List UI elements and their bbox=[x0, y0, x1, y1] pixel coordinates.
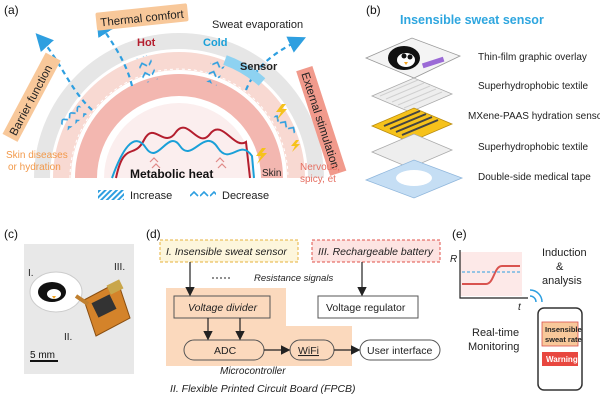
sensor-label: Sensor bbox=[240, 61, 278, 73]
induction-label-2: & bbox=[556, 261, 564, 273]
induction-label-1: Induction bbox=[542, 247, 587, 259]
marker-i: I. bbox=[28, 268, 34, 279]
mxene-sensor-layer bbox=[370, 107, 454, 143]
axis-t-label: t bbox=[518, 302, 522, 313]
skin-diseases-label: Skin diseases bbox=[6, 150, 68, 161]
sweat-arrow-right bbox=[244, 36, 306, 91]
cold-line bbox=[111, 140, 255, 179]
barrier-function-band bbox=[2, 52, 61, 142]
increase-label: Increase bbox=[130, 190, 172, 202]
axis-r-label: R bbox=[450, 254, 457, 265]
outer-ring bbox=[34, 33, 324, 179]
realtime-label-1: Real-time bbox=[472, 327, 519, 339]
panel-a-label: (a) bbox=[4, 3, 19, 17]
tissue-layer bbox=[75, 74, 283, 179]
panel-e: (e) R t Induction & analysis Real-time M… bbox=[450, 227, 587, 391]
layer-label-4: Superhydrophobic textile bbox=[478, 142, 589, 153]
warning-label: Warning bbox=[546, 355, 578, 364]
textile-layer-bottom bbox=[370, 133, 454, 169]
panel-e-label: (e) bbox=[452, 227, 467, 241]
voltage-regulator-label: Voltage regulator bbox=[326, 302, 406, 314]
skin-label: Skin bbox=[262, 168, 281, 179]
voltage-divider-box bbox=[173, 295, 271, 319]
panel-b-label: (b) bbox=[366, 3, 381, 17]
panel-c-label: (c) bbox=[4, 227, 18, 241]
layer-label-1: Thin-film graphic overlay bbox=[478, 52, 587, 63]
hydration-label: or hydration bbox=[8, 162, 61, 173]
realtime-label-2: Monitoring bbox=[468, 341, 519, 353]
panel-b: (b) Insensible sweat sensor Thin-film gr… bbox=[364, 3, 600, 199]
panel-d-label: (d) bbox=[146, 227, 161, 241]
lightning-icon bbox=[256, 148, 267, 164]
phone-rate-label-2: sweat rate bbox=[545, 335, 582, 344]
plot-highlight bbox=[460, 252, 522, 296]
lightning-icon bbox=[291, 140, 300, 152]
decrease-icon bbox=[190, 190, 216, 200]
decrease-label: Decrease bbox=[222, 190, 269, 202]
plot-curve bbox=[462, 265, 520, 285]
chevron-arrow-2 bbox=[203, 56, 227, 86]
hot-line bbox=[115, 126, 251, 179]
sensor-box-label: I. Insensible sweat sensor bbox=[166, 246, 287, 258]
resistance-label: Resistance signals bbox=[254, 273, 333, 284]
voltage-divider-label: Voltage divider bbox=[188, 302, 258, 314]
metabolic-heat-label: Metabolic heat bbox=[130, 167, 213, 181]
phone-icon bbox=[537, 307, 583, 391]
phone-rate-label-1: Insensible bbox=[545, 325, 582, 334]
inner-chevron-right bbox=[215, 157, 227, 169]
textile-texture bbox=[379, 79, 443, 109]
cold-label: Cold bbox=[203, 37, 227, 49]
spicy-label: spicy, et bbox=[300, 174, 336, 185]
increase-icon bbox=[98, 190, 124, 200]
battery-box bbox=[311, 239, 441, 263]
induction-label-3: analysis bbox=[542, 275, 582, 287]
sensor-box bbox=[159, 239, 299, 263]
microcontroller-chip bbox=[91, 294, 117, 318]
wifi-label: WiFi bbox=[298, 345, 319, 357]
sensor-patch bbox=[223, 55, 266, 86]
connector bbox=[74, 294, 90, 306]
plot-axes bbox=[459, 250, 528, 299]
panel-d: (d) I. Insensible sweat sensor III. Rech… bbox=[146, 227, 441, 395]
panel-b-title: Insensible sweat sensor bbox=[400, 13, 544, 27]
layer-label-2: Superhydrophobic textile bbox=[478, 81, 589, 92]
scale-label: 5 mm bbox=[30, 350, 55, 361]
lightning-icon bbox=[276, 104, 287, 120]
chevron-arrow-3 bbox=[59, 105, 87, 131]
inner-chevron-left bbox=[149, 157, 161, 169]
overlay-layer bbox=[364, 37, 462, 79]
microcontroller-label: Microcontroller bbox=[220, 366, 286, 377]
wireless-icon bbox=[529, 289, 543, 303]
external-stimulation-band bbox=[296, 65, 347, 176]
scale-bar bbox=[30, 360, 58, 362]
marker-ii: II. bbox=[64, 332, 72, 343]
panel-c: (c) I. II. III. 5 mm bbox=[4, 227, 134, 374]
user-interface-label: User interface bbox=[367, 345, 433, 357]
phone-rate-panel bbox=[541, 321, 579, 347]
panel-a: (a) Thermal comfort bbox=[2, 3, 347, 202]
tape-window bbox=[396, 170, 432, 186]
marker-iii: III. bbox=[114, 262, 125, 273]
battery-box-label: III. Rechargeable battery bbox=[318, 246, 434, 258]
chevron-arrow-4 bbox=[270, 111, 300, 137]
battery-icon bbox=[106, 279, 124, 295]
chevron-arrow-1 bbox=[136, 54, 158, 84]
adc-label: ADC bbox=[214, 345, 237, 357]
dashed-arc bbox=[69, 68, 289, 179]
textile-layer-top bbox=[370, 77, 454, 113]
fpcb-label: II. Flexible Printed Circuit Board (FPCB… bbox=[170, 383, 356, 395]
voltage-regulator-box bbox=[317, 295, 419, 319]
nervous-label: Nervous, bbox=[300, 162, 340, 173]
warning-banner bbox=[542, 352, 578, 366]
inner-tissue bbox=[104, 103, 254, 178]
layer-label-3: MXene-PAAS hydration sensor bbox=[468, 111, 600, 122]
thermal-comfort-band bbox=[95, 3, 189, 31]
sweat-evaporation-label: Sweat evaporation bbox=[212, 19, 303, 31]
hot-label: Hot bbox=[137, 37, 156, 49]
layer-label-5: Double-side medical tape bbox=[478, 172, 591, 183]
